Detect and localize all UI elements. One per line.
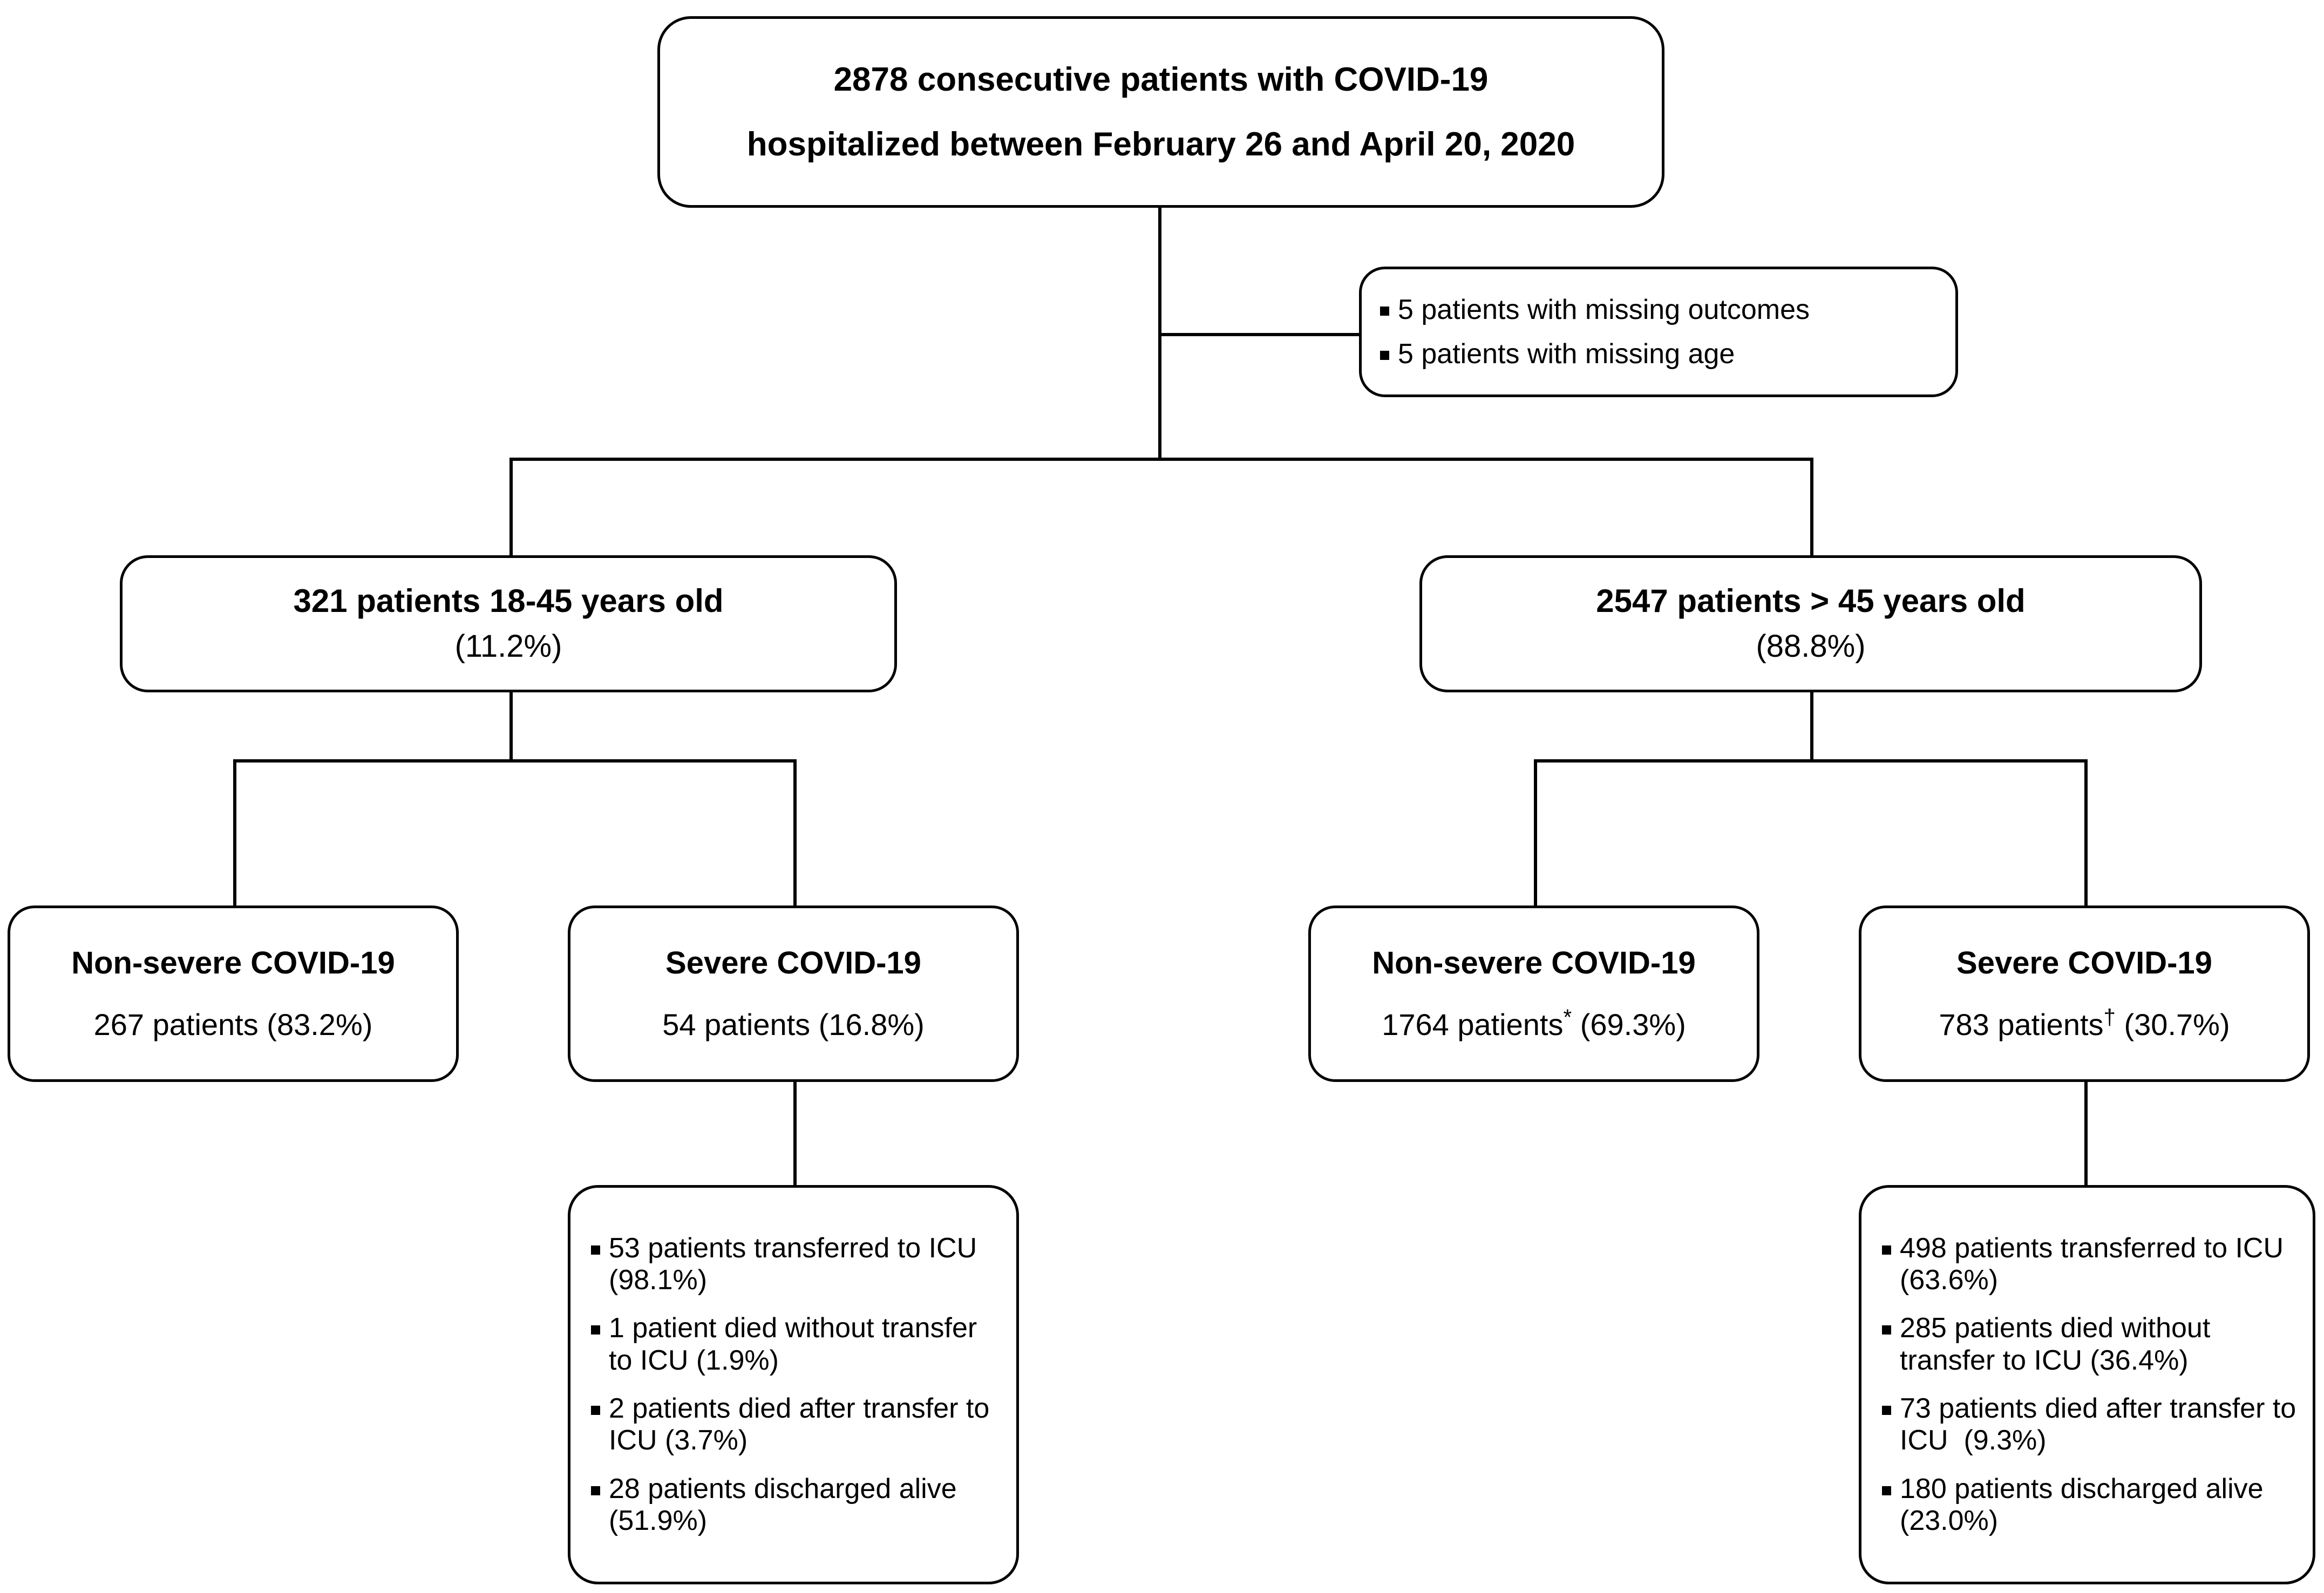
old-non-severe-percent: (69.3%) — [1572, 1007, 1686, 1041]
exclusion-item-text: 5 patients with missing outcomes — [1398, 294, 1810, 325]
node-old-non-severe[interactable]: Non-severe COVID-19 1764 patients* (69.3… — [1308, 906, 1759, 1082]
connector-to-age-young — [509, 458, 513, 555]
exclusion-list-item: 5 patients with missing outcomes — [1380, 294, 1937, 326]
node-young-severe-outcomes[interactable]: 53 patients transferred to ICU (98.1%) 1… — [568, 1185, 1019, 1584]
old-non-severe-detail: 1764 patients* (69.3%) — [1382, 1004, 1686, 1043]
node-young-severe[interactable]: Severe COVID-19 54 patients (16.8%) — [568, 906, 1019, 1082]
node-old-severe-outcomes[interactable]: 498 patients transferred to ICU (63.6%) … — [1859, 1185, 2315, 1584]
cohort-line-2: hospitalized between February 26 and Apr… — [746, 125, 1575, 163]
young-non-severe-detail: 267 patients (83.2%) — [93, 1007, 373, 1041]
node-young-non-severe[interactable]: Non-severe COVID-19 267 patients (83.2%) — [8, 906, 459, 1082]
outcome-list-item: 498 patients transferred to ICU (63.6%) — [1882, 1233, 2301, 1297]
outcome-list-item: 1 patient died without transfer to ICU (… — [591, 1312, 1000, 1377]
square-bullet-icon — [591, 1245, 600, 1255]
dagger-footnote-marker: † — [2103, 1004, 2116, 1030]
outcome-list-item: 2 patients died after transfer to ICU (3… — [591, 1393, 1000, 1457]
old-severe-title: Severe COVID-19 — [1956, 945, 2212, 981]
young-severe-title: Severe COVID-19 — [665, 945, 921, 981]
node-age-over-45[interactable]: 2547 patients > 45 years old (88.8%) — [1419, 555, 2202, 692]
outcome-list-item: 285 patients died without transfer to IC… — [1882, 1312, 2301, 1377]
outcome-list-item: 73 patients died after transfer to ICU (… — [1882, 1393, 2301, 1457]
connector-main-split-bar — [509, 458, 1813, 461]
node-old-severe[interactable]: Severe COVID-19 783 patients† (30.7%) — [1859, 906, 2310, 1082]
outcome-item-text: 498 patients transferred to ICU (63.6%) — [1900, 1232, 2292, 1296]
connector-to-young-nonsevere — [233, 759, 236, 906]
age-young-count: 321 patients 18-45 years old — [293, 583, 724, 620]
connector-to-young-severe — [793, 759, 797, 906]
cohort-line-1: 2878 consecutive patients with COVID-19 — [833, 61, 1489, 99]
exclusion-list-item: 5 patients with missing age — [1380, 338, 1937, 370]
square-bullet-icon — [1380, 351, 1389, 360]
connector-old-severe-to-outcomes — [2084, 1081, 2088, 1185]
age-young-percent: (11.2%) — [454, 629, 562, 664]
old-non-severe-title: Non-severe COVID-19 — [1372, 945, 1696, 981]
square-bullet-icon — [1882, 1406, 1891, 1415]
connector-to-age-old — [1810, 458, 1813, 555]
square-bullet-icon — [591, 1486, 600, 1495]
young-non-severe-title: Non-severe COVID-19 — [71, 945, 395, 981]
outcome-item-text: 1 patient died without transfer to ICU (… — [609, 1312, 985, 1376]
old-non-severe-count: 1764 patients — [1382, 1007, 1564, 1041]
outcome-item-text: 73 patients died after transfer to ICU (… — [1900, 1393, 2304, 1456]
exclusion-item-text: 5 patients with missing age — [1398, 338, 1735, 370]
outcome-item-text: 53 patients transferred to ICU (98.1%) — [609, 1232, 985, 1296]
node-exclusions[interactable]: 5 patients with missing outcomes 5 patie… — [1359, 267, 1958, 397]
connector-age-old-trunk — [1810, 692, 1813, 763]
asterisk-footnote-marker: * — [1563, 1004, 1572, 1030]
outcome-list-item: 28 patients discharged alive (51.9%) — [591, 1473, 1000, 1537]
young-severe-detail: 54 patients (16.8%) — [662, 1007, 925, 1041]
connector-to-old-severe — [2084, 759, 2088, 906]
square-bullet-icon — [591, 1406, 600, 1415]
outcome-item-text: 180 patients discharged alive (23.0%) — [1900, 1473, 2272, 1536]
square-bullet-icon — [1882, 1245, 1891, 1255]
outcome-item-text: 285 patients died without transfer to IC… — [1900, 1312, 2218, 1376]
outcome-item-text: 2 patients died after transfer to ICU (3… — [609, 1393, 997, 1456]
square-bullet-icon — [1882, 1325, 1891, 1335]
outcome-list-item: 53 patients transferred to ICU (98.1%) — [591, 1233, 1000, 1297]
connector-exclusions-branch — [1158, 333, 1360, 336]
connector-to-old-nonsevere — [1534, 759, 1537, 906]
connector-young-split-bar — [233, 759, 797, 763]
square-bullet-icon — [591, 1325, 600, 1335]
old-severe-detail: 783 patients† (30.7%) — [1939, 1004, 2230, 1043]
old-severe-percent: (30.7%) — [2115, 1007, 2230, 1041]
age-old-count: 2547 patients > 45 years old — [1596, 583, 2026, 620]
age-old-percent: (88.8%) — [1756, 629, 1866, 664]
square-bullet-icon — [1380, 306, 1389, 316]
connector-age-young-trunk — [509, 692, 513, 763]
node-cohort[interactable]: 2878 consecutive patients with COVID-19 … — [657, 16, 1664, 208]
connector-young-severe-to-outcomes — [793, 1081, 797, 1185]
square-bullet-icon — [1882, 1486, 1891, 1495]
node-age-18-45[interactable]: 321 patients 18-45 years old (11.2%) — [120, 555, 897, 692]
old-severe-count: 783 patients — [1939, 1007, 2104, 1041]
outcome-list-item: 180 patients discharged alive (23.0%) — [1882, 1473, 2301, 1537]
outcome-item-text: 28 patients discharged alive (51.9%) — [609, 1473, 965, 1536]
connector-old-split-bar — [1534, 759, 2088, 763]
